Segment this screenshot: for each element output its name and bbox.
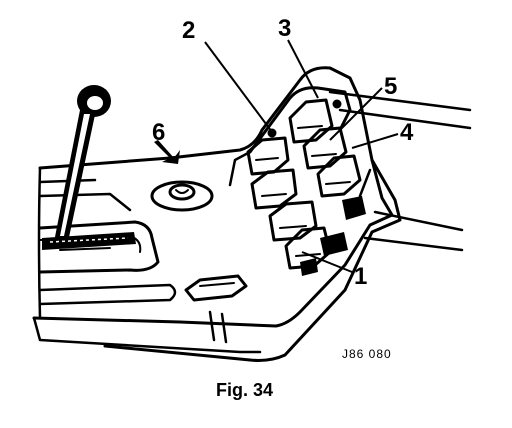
gear-gate — [38, 220, 160, 274]
console-drawing — [32, 66, 472, 362]
drawing-code: J86 080 — [342, 347, 392, 361]
switch-4 — [316, 154, 362, 198]
callout-1: 1 — [354, 263, 367, 290]
callout-2: 2 — [182, 17, 195, 44]
leader-5 — [329, 87, 383, 141]
connector-detail — [300, 196, 366, 276]
leader-3 — [287, 39, 319, 99]
callout-5: 5 — [384, 73, 397, 100]
arrow-6 — [154, 140, 180, 164]
switch-5 — [302, 126, 348, 170]
switch-bottom-left — [268, 200, 318, 242]
callout-6: 6 — [152, 119, 165, 146]
lower-switch — [184, 274, 248, 302]
callouts: 2 3 5 4 6 1 — [152, 15, 414, 290]
callout-4: 4 — [400, 119, 414, 146]
switch-mid-left — [250, 168, 298, 210]
switch-top-left — [246, 136, 290, 176]
lighter-knob — [150, 180, 214, 212]
leader-2 — [204, 41, 273, 133]
switch-3 — [288, 98, 334, 144]
console-outline — [32, 66, 394, 328]
leader-4 — [351, 133, 399, 149]
gear-lever — [42, 85, 136, 250]
figure-caption: Fig. 34 — [216, 380, 273, 400]
leader-lines — [204, 39, 399, 273]
leader-1 — [301, 251, 353, 273]
callout-3: 3 — [278, 15, 291, 42]
